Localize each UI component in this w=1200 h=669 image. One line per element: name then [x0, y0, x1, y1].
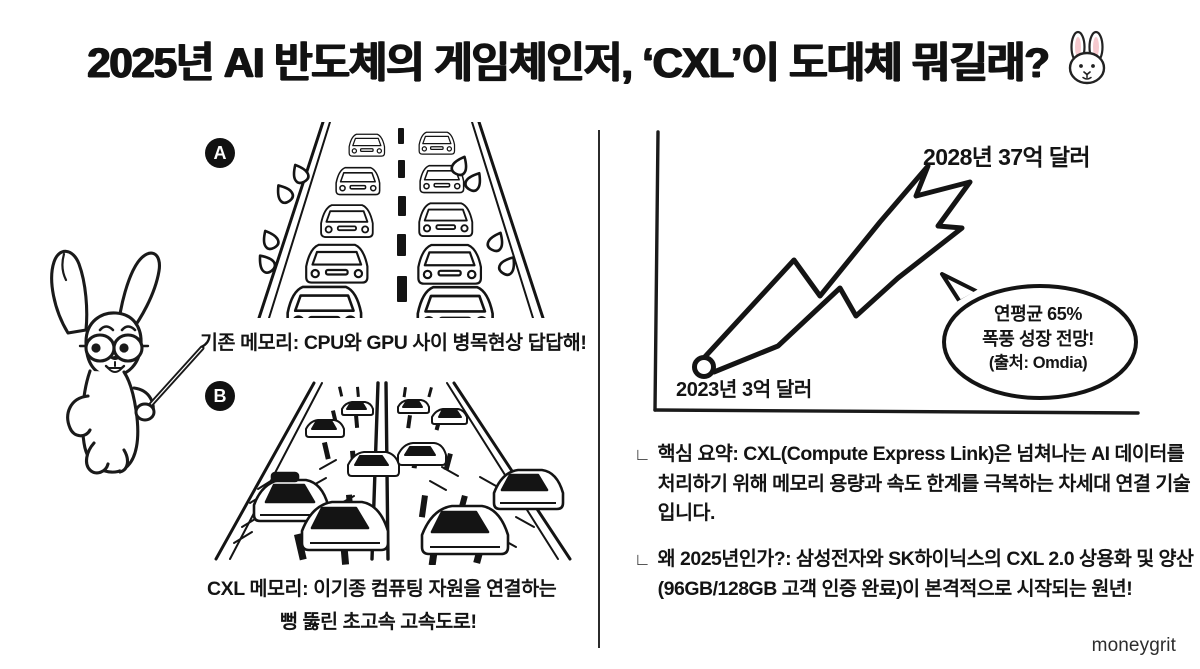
chart-canvas [653, 130, 1140, 415]
summary-bullets: ∟ 핵심 요약: CXL(Compute Express Link)은 넘쳐나는… [634, 440, 1194, 620]
bubble-line-1: 연평균 65% [994, 304, 1082, 324]
traffic-jam-illustration [257, 122, 545, 318]
open-highway-illustration [214, 381, 572, 565]
bullet-item: ∟ 왜 2025년인가?: 삼성전자와 SK하이닉스의 CXL 2.0 상용화 … [634, 545, 1194, 604]
caption-panel-b-line2-highlighted: 뻥 뚫린 초고속 고속도로! [272, 604, 485, 636]
bubble-line-2: 폭풍 성장 전망! [982, 328, 1094, 349]
caption-panel-b-line2-wrap: 뻥 뚫린 초고속 고속도로! [272, 604, 485, 636]
caption-panel-a: 기존 메모리: CPU와 GPU 사이 병목현상 답답해! [200, 332, 587, 354]
chart-axes [653, 130, 1140, 415]
speech-bubble: 연평균 65% 폭풍 성장 전망! (출처: Omdia) [934, 272, 1142, 404]
right-column: 2028년 37억 달러 2023년 3억 달러 연평균 65% 폭풍 성장 전… [598, 120, 1200, 669]
chart-top-label-wrap: 2028년 37억 달러 [913, 136, 1100, 175]
watermark: moneygrit [1091, 635, 1176, 656]
bullet-text: 핵심 요약: CXL(Compute Express Link)은 넘쳐나는 A… [657, 443, 1191, 525]
growth-chart: 2028년 37억 달러 2023년 3억 달러 연평균 65% 폭풍 성장 전… [598, 120, 1200, 430]
caption-panel-b-line1: CXL 메모리: 이기종 컴퓨팅 자원을 연결하는 [207, 578, 557, 600]
panel-badge-a: A [205, 138, 235, 168]
bullet-marker-icon: ∟ [634, 445, 651, 464]
rabbit-face-icon [1068, 30, 1105, 85]
bullet-marker-icon: ∟ [634, 549, 651, 569]
speech-bubble-text: 연평균 65% 폭풍 성장 전망! (출처: Omdia) [934, 302, 1142, 374]
bullet-item: ∟ 핵심 요약: CXL(Compute Express Link)은 넘쳐나는… [634, 440, 1194, 529]
sweat-drop-icon [258, 155, 516, 277]
bullet-text: 왜 2025년인가?: 삼성전자와 SK하이닉스의 CXL 2.0 상용화 및 … [657, 547, 1194, 600]
speech-bubble-shape [940, 272, 1138, 400]
sports-car-icon [252, 399, 565, 556]
pointer-stick-icon [134, 345, 205, 422]
chart-origin-label: 2023년 3억 달러 [676, 379, 812, 401]
chart-trend-arrow [699, 163, 973, 375]
rabbit-mascot-illustration [50, 249, 205, 475]
page-title-bar: 2025년 AI 반도체의 게임체인저, ‘CXL’이 도대체 뭐길래? [0, 22, 1200, 96]
bubble-line-3: (출처: Omdia) [988, 353, 1088, 372]
column-divider [598, 130, 600, 648]
page-title: 2025년 AI 반도체의 게임체인저, ‘CXL’이 도대체 뭐길래? [87, 38, 1050, 86]
chart-origin-marker [692, 355, 716, 379]
chart-top-label: 2028년 37억 달러 [913, 136, 1100, 175]
left-column: A [0, 120, 598, 669]
panel-badge-b: B [205, 381, 235, 411]
